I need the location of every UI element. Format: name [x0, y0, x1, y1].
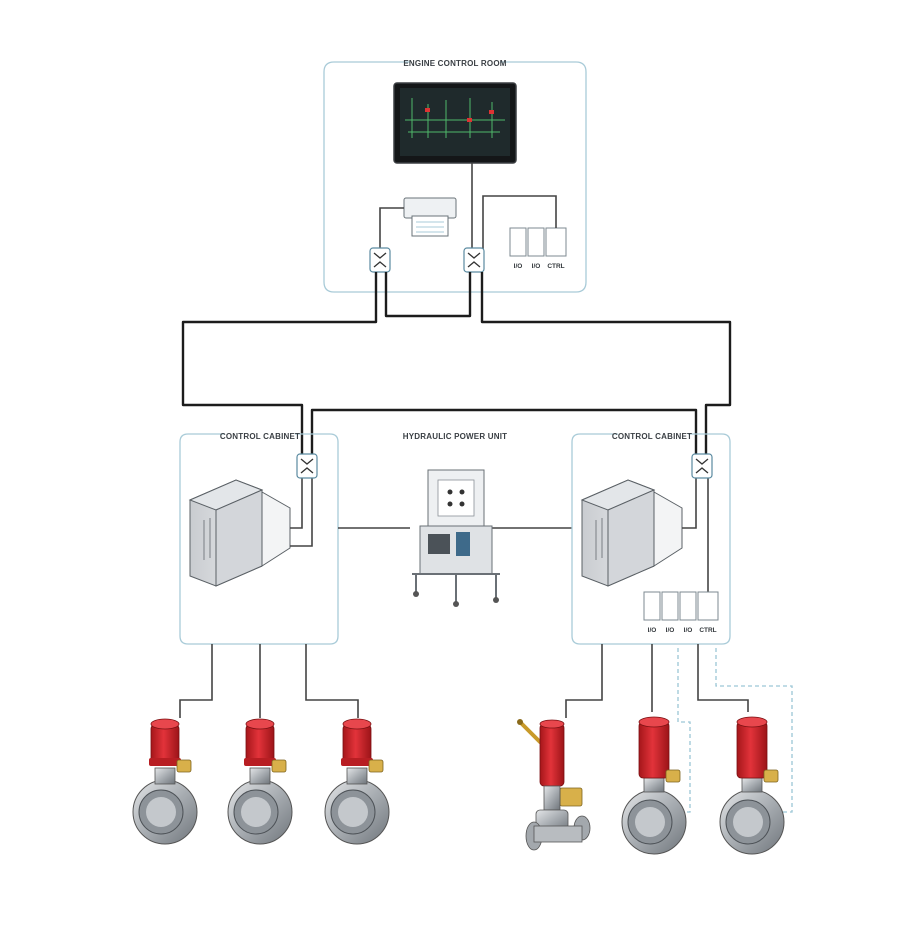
control-cabinet-right: CONTROL CABINET I/O I/O I/O CTRL — [565, 432, 793, 813]
signal-line-dashed — [715, 648, 793, 813]
valves-right — [517, 716, 785, 855]
butterfly-valve-icon — [324, 718, 390, 845]
cabinet-label: CONTROL CABINET — [612, 432, 692, 441]
cabinet-cable — [290, 470, 303, 529]
valve-cable — [565, 644, 603, 718]
valve-cable — [179, 644, 213, 718]
cabinet-enclosure-icon — [580, 479, 683, 587]
valve-cable — [697, 644, 749, 712]
module-label: I/O — [514, 263, 523, 270]
cabinet-cable — [290, 470, 313, 547]
hpu-label: HYDRAULIC POWER UNIT — [403, 432, 507, 441]
engine-room-label: ENGINE CONTROL ROOM — [403, 59, 506, 68]
engine-room-outline — [323, 61, 587, 293]
hpu-icon — [412, 469, 500, 607]
signal-line-dashed — [676, 648, 691, 813]
cabinet-outline — [179, 433, 339, 645]
module-label: I/O — [532, 263, 541, 270]
butterfly-valve-icon — [621, 716, 687, 855]
cabinet-label: CONTROL CABINET — [220, 432, 300, 441]
cabinet-cable — [682, 470, 697, 529]
network-ring — [181, 272, 732, 458]
network-switch-icon — [463, 247, 485, 273]
ctrl-cable — [482, 195, 557, 252]
printer-cable — [379, 207, 404, 252]
valves-left — [132, 718, 390, 845]
control-cabinet-left: CONTROL CABINET — [179, 432, 359, 718]
network-switch-icon — [369, 247, 391, 273]
engine-room-io-modules: I/O I/O CTRL — [509, 227, 567, 270]
butterfly-valve-icon — [719, 716, 785, 855]
valve-cable — [305, 644, 359, 718]
cabinet-outline — [571, 433, 731, 645]
module-label: I/O — [648, 627, 657, 634]
butterfly-valve-icon — [132, 718, 198, 845]
module-label: I/O — [666, 627, 675, 634]
cabinet-enclosure-icon — [188, 479, 291, 587]
module-label: I/O — [684, 627, 693, 634]
module-label: CTRL — [547, 263, 564, 270]
globe-valve-icon — [517, 719, 591, 851]
printer-icon — [403, 197, 457, 237]
network-switch-icon — [296, 453, 318, 479]
module-label: CTRL — [699, 627, 716, 634]
right-cabinet-io-modules: I/O I/O I/O CTRL — [643, 591, 719, 634]
butterfly-valve-icon — [227, 718, 293, 845]
network-switch-icon — [691, 453, 713, 479]
hydraulic-power-unit: HYDRAULIC POWER UNIT — [338, 432, 572, 607]
engine-control-room: ENGINE CONTROL ROOM I/O I/O — [323, 59, 587, 293]
monitor-icon — [393, 82, 517, 164]
